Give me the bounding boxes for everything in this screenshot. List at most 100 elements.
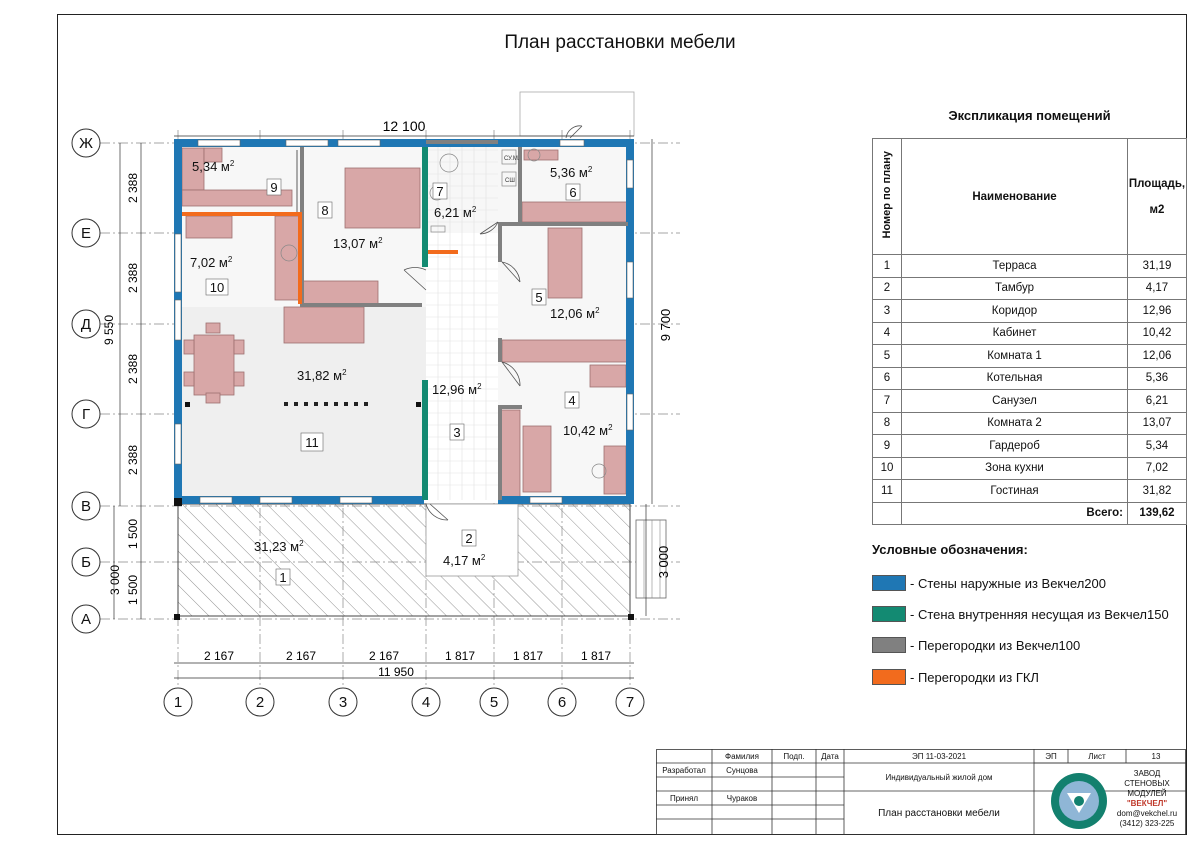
room-area-8: 13,07 м2	[333, 236, 383, 251]
legend-item: - Стены наружные из Векчел200	[872, 574, 1106, 592]
col-header-number: Номер по плану	[881, 151, 893, 239]
axis-col-label: 2	[256, 694, 264, 711]
cell-number: 6	[872, 366, 902, 390]
legend-title: Условные обозначения:	[872, 542, 1028, 557]
axis-row-label: Б	[81, 554, 91, 571]
cell-number: 8	[872, 411, 902, 435]
cell-number: 5	[872, 344, 902, 368]
cell-area: 5,34	[1127, 434, 1187, 458]
dim-left-seg: 1 500	[126, 519, 140, 549]
room-num-8: 8	[321, 203, 328, 218]
legend-swatch	[872, 637, 906, 653]
legend-swatch	[872, 575, 906, 591]
cell-name: Зона кухни	[901, 456, 1128, 480]
cell-name: Котельная	[901, 366, 1128, 390]
dim-left-seg: 2 388	[126, 354, 140, 384]
room-area-1: 31,23 м2	[254, 539, 304, 554]
cell-area: 5,36	[1127, 366, 1187, 390]
cell-area: 7,02	[1127, 456, 1187, 480]
room-num-7: 7	[436, 184, 443, 199]
washer-label: СУ.М.	[504, 156, 520, 162]
cell-name: Санузел	[901, 389, 1128, 413]
dim-bottom-seg: 2 167	[369, 649, 399, 663]
cell-number: 7	[872, 389, 902, 413]
axis-col-label: 6	[558, 694, 566, 711]
stamp-name-developer: Сунцова	[726, 765, 758, 775]
axis-col-label: 1	[174, 694, 182, 711]
room-area-3: 12,96 м2	[432, 382, 482, 397]
dim-bottom-seg: 1 817	[581, 649, 611, 663]
cell-number: 1	[872, 254, 902, 278]
cell-number: 4	[872, 321, 902, 345]
room-area-4: 10,42 м2	[563, 423, 613, 438]
legend-label: - Перегородки из Векчел100	[910, 637, 1081, 653]
dim-bottom-total: 11 950	[378, 665, 414, 679]
cell-name: Коридор	[901, 299, 1128, 323]
cell-number: 9	[872, 434, 902, 458]
stamp-code: ЭП 11-03-2021	[911, 751, 967, 761]
room-area-9: 5,34 м2	[192, 159, 235, 174]
explication-table: Номер по плану Наименование Площадь,м2 1…	[872, 138, 1187, 525]
legend-label: - Перегородки из ГКЛ	[910, 669, 1039, 685]
room-num-4: 4	[568, 393, 575, 408]
title-block-grid	[656, 749, 1186, 835]
company-brand: "ВЕКЧЕЛ"	[1126, 799, 1168, 808]
axis-row-label: А	[81, 611, 91, 628]
axis-col-label: 5	[490, 694, 498, 711]
axis-col-label: 3	[339, 694, 347, 711]
room-area-10: 7,02 м2	[190, 255, 233, 270]
company-info: ЗАВОД СТЕНОВЫХ МОДУЛЕЙ "ВЕКЧЕЛ" dom@vekc…	[1108, 763, 1186, 835]
table-header-row: Номер по плану Наименование Площадь,м2	[872, 138, 1187, 255]
cell-area: 4,17	[1127, 276, 1187, 300]
cell-name: Комната 2	[901, 411, 1128, 435]
cell-area: 13,07	[1127, 411, 1187, 435]
cell-name: Комната 1	[901, 344, 1128, 368]
cell-area: 12,06	[1127, 344, 1187, 368]
stamp-stage: ЭП	[1045, 751, 1057, 761]
dim-bottom-seg: 1 817	[513, 649, 543, 663]
axis-row-label: В	[81, 498, 91, 515]
stamp-role-approver: Принял	[669, 793, 699, 803]
total-value: 139,62	[1127, 501, 1187, 525]
legend-item: - Перегородки из Векчел100	[872, 636, 1080, 654]
dim-bottom-seg: 1 817	[445, 649, 475, 663]
cell-area: 6,21	[1127, 389, 1187, 413]
cell-area: 31,82	[1127, 479, 1187, 503]
legend-item: - Перегородки из ГКЛ	[872, 668, 1039, 686]
room-area-5: 12,06 м2	[550, 306, 600, 321]
stamp-sheet-title: План расстановки мебели	[878, 807, 1000, 819]
cell-number: 10	[872, 456, 902, 480]
dim-left-total: 9 550	[102, 315, 116, 345]
stamp-sheet-label: Лист	[1088, 751, 1106, 761]
dim-left-seg: 2 388	[126, 445, 140, 475]
stamp-role-developer: Разработал	[662, 765, 706, 775]
col-header-name: Наименование	[901, 138, 1128, 255]
room-area-6: 5,36 м2	[550, 165, 593, 180]
axis-row-label: Е	[81, 225, 91, 242]
drawing-frame	[57, 14, 1187, 835]
dim-porch: 3 000	[656, 546, 671, 579]
cell-name: Гардероб	[901, 434, 1128, 458]
room-num-1: 1	[279, 570, 286, 585]
stamp-sheet-number: 13	[1151, 751, 1161, 761]
cell-name: Кабинет	[901, 321, 1128, 345]
company-line: ЗАВОД	[1133, 769, 1161, 778]
table-total-row: Всего: 139,62	[872, 501, 1187, 525]
stamp-header-sign: Подп.	[783, 751, 805, 761]
stamp-name-approver: Чураков	[726, 793, 758, 803]
axis-row-label: Г	[82, 406, 90, 423]
cell-area: 31,19	[1127, 254, 1187, 278]
cell-area: 12,96	[1127, 299, 1187, 323]
axis-row-label: Д	[81, 316, 91, 333]
room-area-11: 31,82 м2	[297, 368, 347, 383]
room-num-3: 3	[453, 425, 460, 440]
room-num-2: 2	[465, 531, 472, 546]
